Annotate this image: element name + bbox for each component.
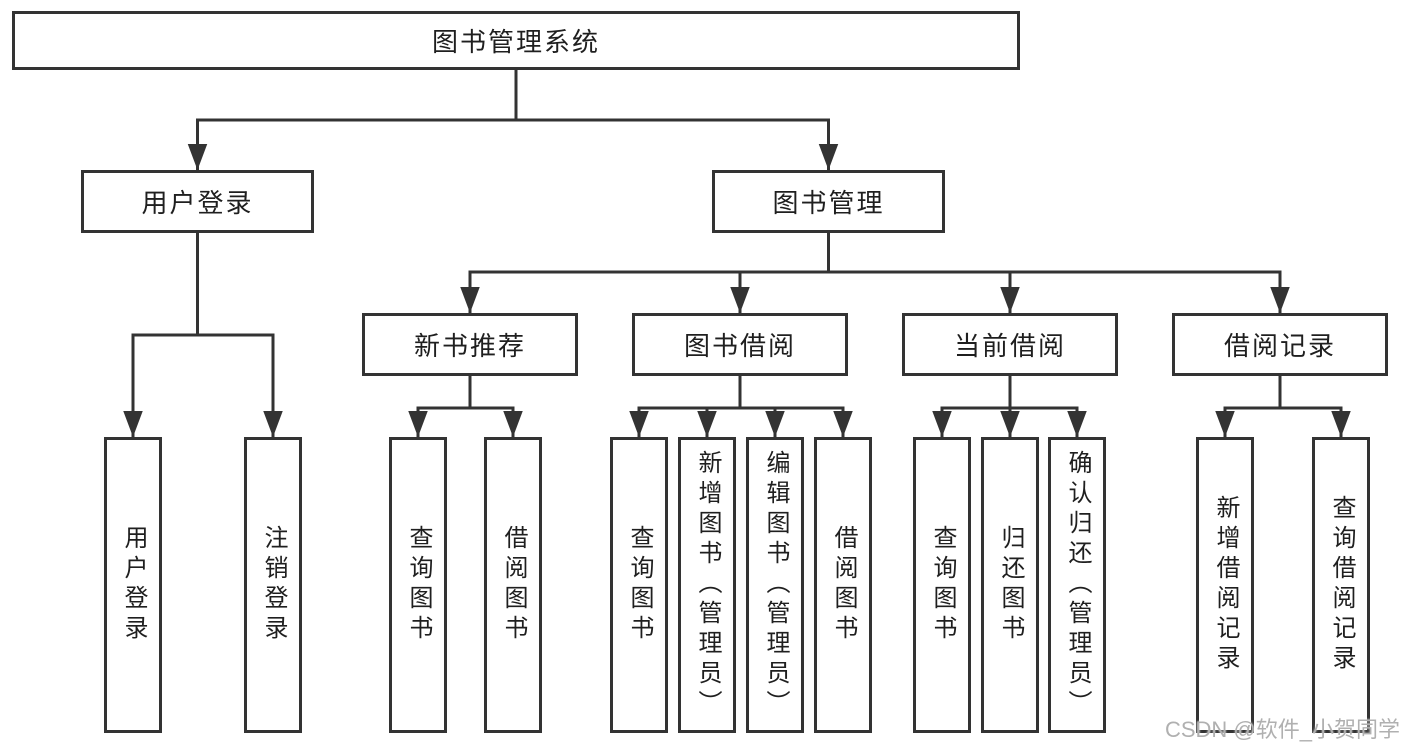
node-label: 确认归还（管理员） xyxy=(1064,450,1091,720)
node-label: 注销登录 xyxy=(260,525,287,645)
node-label: 查询图书 xyxy=(929,525,956,645)
node-label: 图书管理系统 xyxy=(431,27,600,57)
connector-records-children xyxy=(1215,376,1351,437)
node-leaf-logout: 注销登录 xyxy=(244,437,302,733)
node-leaf-query-books: 查询图书 xyxy=(913,437,971,733)
connector-borrow-children xyxy=(629,376,853,437)
node-leaf-borrow-books: 借阅图书 xyxy=(814,437,872,733)
node-label: 借阅图书 xyxy=(830,525,857,645)
node-new-book-recommendation: 新书推荐 xyxy=(362,313,578,376)
node-borrowing-records: 借阅记录 xyxy=(1172,313,1388,376)
node-label: 归还图书 xyxy=(997,525,1024,645)
node-leaf-add-books-admin: 新增图书（管理员） xyxy=(678,437,736,733)
node-leaf-query-books: 查询图书 xyxy=(610,437,668,733)
node-label: 编辑图书（管理员） xyxy=(762,450,789,720)
node-leaf-add-borrow-record: 新增借阅记录 xyxy=(1196,437,1254,733)
node-leaf-edit-books-admin: 编辑图书（管理员） xyxy=(746,437,804,733)
node-label: 新书推荐 xyxy=(413,331,526,361)
node-label: 当前借阅 xyxy=(953,331,1066,361)
node-leaf-return-books: 归还图书 xyxy=(981,437,1039,733)
connector-recommend-children xyxy=(408,376,523,437)
node-label: 用户登录 xyxy=(141,188,254,218)
node-label: 新增图书（管理员） xyxy=(694,450,721,720)
node-book-borrowing: 图书借阅 xyxy=(632,313,848,376)
node-leaf-user-login: 用户登录 xyxy=(104,437,162,733)
node-current-borrowing: 当前借阅 xyxy=(902,313,1118,376)
connector-login-children xyxy=(123,233,283,437)
node-label: 用户登录 xyxy=(120,525,147,645)
node-book-management: 图书管理 xyxy=(712,170,945,233)
node-label: 图书管理 xyxy=(772,188,885,218)
node-label: 查询图书 xyxy=(626,525,653,645)
node-leaf-query-borrow-record: 查询借阅记录 xyxy=(1312,437,1370,733)
csdn-watermark: CSDN @软件_小贺同学 xyxy=(1164,717,1400,742)
node-library-management-system: 图书管理系统 xyxy=(12,11,1020,70)
node-label: 查询图书 xyxy=(405,525,432,645)
node-label: 借阅图书 xyxy=(500,525,527,645)
connector-root-to-level2 xyxy=(187,70,839,170)
node-user-login: 用户登录 xyxy=(81,170,314,233)
node-label: 图书借阅 xyxy=(683,331,796,361)
node-label: 借阅记录 xyxy=(1223,331,1336,361)
connector-current-children xyxy=(932,376,1087,437)
node-label: 查询借阅记录 xyxy=(1328,495,1355,675)
node-leaf-query-books: 查询图书 xyxy=(389,437,447,733)
node-leaf-confirm-return-admin: 确认归还（管理员） xyxy=(1048,437,1106,733)
node-leaf-borrow-books: 借阅图书 xyxy=(484,437,542,733)
connector-management-to-level3 xyxy=(460,233,1290,313)
node-label: 新增借阅记录 xyxy=(1212,495,1239,675)
